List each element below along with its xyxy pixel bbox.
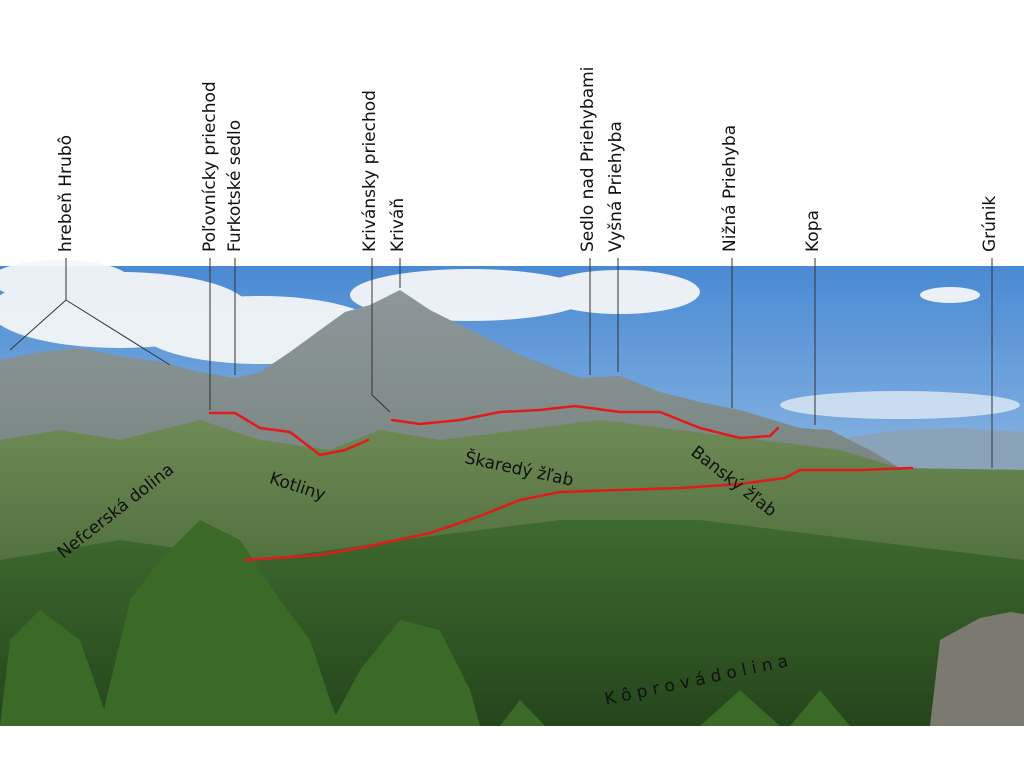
route-lower (243, 466, 914, 562)
leader-krivansky-b (371, 394, 391, 413)
leader-lines (9, 258, 993, 468)
label-vysna-priehyba: Vyšná Priehyba (606, 121, 626, 252)
leader-hreben-hrubo-b (65, 299, 171, 366)
leader-hreben-hrubo-a (9, 299, 67, 351)
label-kopa: Kopa (803, 210, 823, 252)
label-furkotske-sedlo: Furkotské sedlo (225, 119, 245, 252)
label-hreben-hrubo: hrebeň Hrubô (56, 134, 76, 252)
hiking-routes (208, 404, 914, 562)
label-grunik: Grúnik (980, 195, 1000, 252)
label-polovnicky-priechod: Poľovnícky priechod (200, 81, 220, 252)
route-skaredy (390, 404, 780, 440)
label-krivan: Kriváň (388, 197, 408, 252)
foreground-pines (0, 520, 850, 726)
label-krivansky-priechod: Krivánsky priechod (360, 90, 380, 252)
route-upper-ridge (208, 411, 370, 457)
label-sedlo-nad-priehybami: Sedlo nad Priehybami (578, 66, 598, 252)
rock-outcrop (930, 612, 1024, 726)
label-nizna-priehyba: Nižná Priehyba (720, 124, 740, 252)
